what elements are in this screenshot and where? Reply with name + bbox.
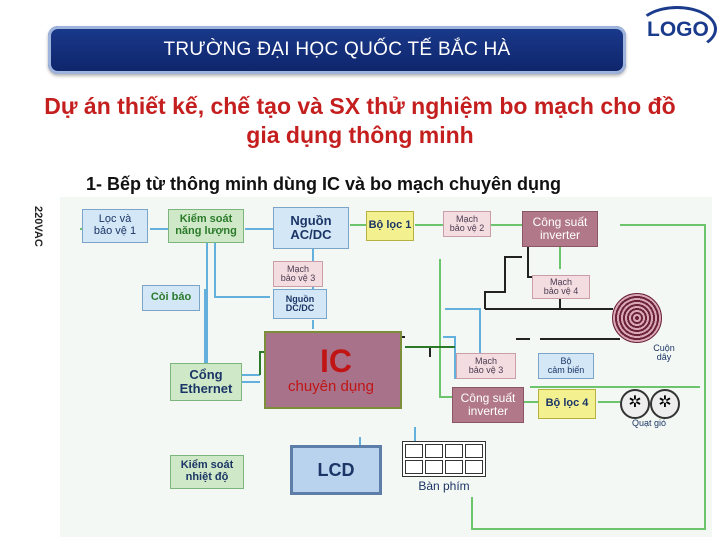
block-label: Quạt gió — [631, 418, 667, 429]
block-label: Nguồn AC/DC — [290, 213, 332, 242]
page-title: Dự án thiết kế, chế tạo và SX thử nghiệm… — [44, 93, 676, 148]
block-mach-bao-ve-3-top: Mạch bảo vệ 3 — [273, 261, 323, 287]
block-bo-loc-1: Bộ lọc 1 — [366, 211, 414, 241]
block-cuon-day: Cuộn dây — [644, 341, 684, 365]
block-label: Bộ lọc 4 — [545, 397, 589, 410]
block-label: Bộ cảm biến — [547, 355, 585, 375]
block-label: Cổng Ethernet — [179, 367, 233, 396]
block-quat-gio: Quạt gió — [624, 417, 674, 431]
ic-label: IC — [320, 343, 352, 380]
block-label: Mạch bảo vệ 4 — [543, 276, 579, 296]
block-ic: IC chuyên dụng — [264, 331, 402, 409]
block-mach-bao-ve-3-mid: Mạch bảo vệ 3 — [456, 353, 516, 379]
block-label: Công suất inverter — [532, 215, 588, 242]
block-cong-ethernet: Cổng Ethernet — [170, 363, 242, 401]
header-bar: TRƯỜNG ĐẠI HỌC QUỐC TẾ BẮC HÀ — [48, 26, 626, 74]
block-label: Công suất inverter — [460, 391, 516, 418]
block-label: Bộ lọc 1 — [368, 219, 412, 232]
coil-icon — [612, 293, 662, 343]
block-nguon-dcdc: Nguồn DC/DC — [273, 289, 327, 319]
logo-swoosh — [637, 6, 717, 52]
block-label: Kiểm soát nhiệt độ — [180, 459, 234, 483]
block-diagram: Lọc và bảo vệ 1 Kiểm soát năng lượng Ngu… — [60, 197, 712, 537]
block-nguon-acdc: Nguồn AC/DC — [273, 207, 349, 249]
block-cong-suat-inverter-top: Công suất inverter — [522, 211, 598, 247]
block-bo-loc-4: Bộ lọc 4 — [538, 389, 596, 419]
keypad-grid — [402, 441, 486, 477]
block-label: Mạch bảo vệ 2 — [449, 213, 485, 233]
block-label: Còi báo — [150, 291, 192, 304]
block-label: Kiểm soát năng lượng — [175, 213, 237, 237]
block-label: Nguồn DC/DC — [285, 293, 315, 313]
ic-sublabel: chuyên dụng — [288, 377, 374, 395]
block-label: LCD — [317, 459, 355, 480]
block-coi-bao: Còi báo — [142, 285, 200, 311]
block-label: Cuộn dây — [653, 342, 675, 362]
block-label: Mạch bảo vệ 3 — [468, 355, 504, 375]
block-ban-phim: Bàn phím — [404, 479, 484, 493]
header-title: TRƯỜNG ĐẠI HỌC QUỐC TẾ BẮC HÀ — [163, 39, 511, 60]
block-kiem-soat-nhiet-do: Kiểm soát nhiệt độ — [170, 455, 244, 489]
input-voltage-label: 220VAC — [32, 206, 44, 247]
block-kiem-soat-nang-luong: Kiểm soát năng lượng — [168, 209, 244, 243]
block-mach-bao-ve-2: Mạch bảo vệ 2 — [443, 211, 491, 237]
block-lcd: LCD — [290, 445, 382, 495]
block-loc-bao-ve-1: Lọc và bảo vệ 1 — [82, 209, 148, 243]
block-mach-bao-ve-4: Mạch bảo vệ 4 — [532, 275, 590, 299]
block-cong-suat-inverter-bottom: Công suất inverter — [452, 387, 524, 423]
page-subtitle: 1- Bếp từ thông minh dùng IC và bo mạch … — [86, 174, 562, 194]
block-label: Mạch bảo vệ 3 — [280, 263, 316, 283]
fan-icon: ✲ — [620, 389, 650, 419]
logo: LOGO — [647, 18, 709, 41]
fan-icon: ✲ — [650, 389, 680, 419]
block-label: Lọc và bảo vệ 1 — [93, 213, 137, 237]
block-label: Bàn phím — [418, 478, 470, 493]
block-bo-cam-bien: Bộ cảm biến — [538, 353, 594, 379]
